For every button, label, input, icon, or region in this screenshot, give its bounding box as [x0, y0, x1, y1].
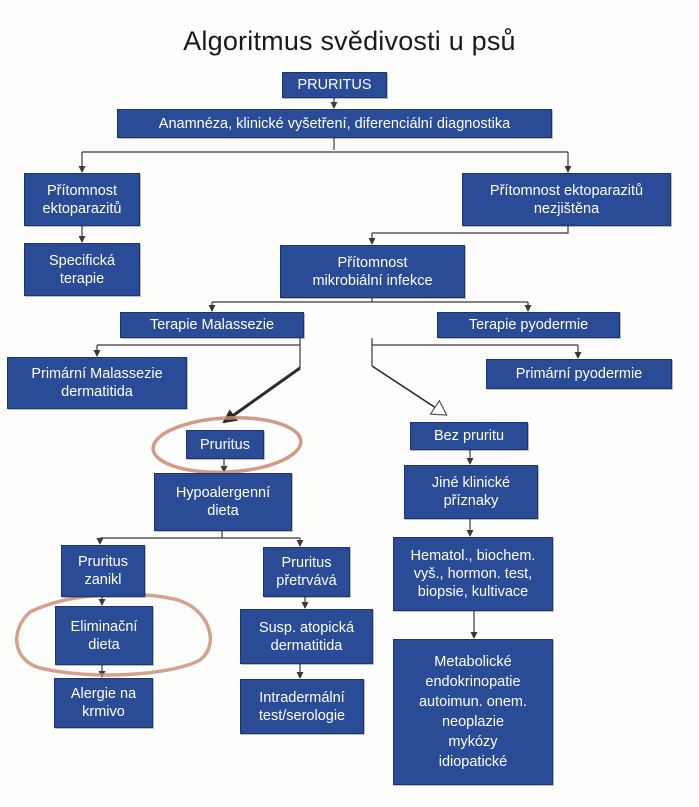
highlight-circle-pruritus — [151, 416, 303, 474]
diagram-title: Algoritmus svědivosti u psů — [183, 26, 516, 56]
node-pruritus-mid: Pruritus — [186, 430, 264, 459]
node-hypoalergenni-dieta: Hypoalergenní dieta — [154, 473, 292, 531]
node-primarni-pyodermie: Primární pyodermie — [486, 359, 672, 389]
node-metabolicke: Metabolické endokrinopatie autoimun. one… — [393, 639, 553, 785]
node-pruritus-top: PRURITUS — [282, 72, 387, 98]
node-alergie-na-krmivo: Alergie na krmivo — [54, 678, 153, 728]
connector — [372, 226, 569, 234]
node-ektoparazity-nezjistena: Přítomnost ektoparazitů nezjištěna — [462, 173, 671, 226]
connector — [212, 298, 528, 303]
node-hematol-biochem: Hematol., biochem. vyš., hormon. test, b… — [393, 537, 553, 611]
node-specificka-terapie: Specifická terapie — [24, 243, 140, 296]
arrow-to-bez-pruritu — [371, 365, 445, 414]
node-pruritus-pretrvava: Pruritus přetrvává — [263, 547, 350, 597]
node-anamneza: Anamnéza, klinické vyšetření, diferenciá… — [117, 109, 552, 138]
node-bez-pruritu: Bez pruritu — [410, 422, 528, 450]
connector — [100, 531, 300, 539]
node-pruritus-zanikl: Pruritus zanikl — [61, 545, 145, 597]
node-ektoparazity-pritomnost: Přítomnost ektoparazitů — [24, 173, 140, 226]
node-jine-klinicke-priznaky: Jiné klinické příznaky — [404, 465, 538, 519]
node-atopicka-dermatitida: Susp. atopická dermatitida — [240, 609, 373, 664]
node-primarni-malassezie: Primární Malassezie dermatitida — [7, 357, 187, 409]
node-intradermalni-test: Intradermální test/serologie — [240, 679, 364, 734]
arrow-to-pruritus — [222, 366, 301, 424]
connector — [82, 138, 568, 153]
node-eliminacni-dieta: Eliminační dieta — [55, 606, 153, 665]
connector — [371, 338, 578, 346]
node-mikrobialni-infekce: Přítomnost mikrobiální infekce — [280, 245, 465, 298]
node-terapie-malassezie: Terapie Malassezie — [120, 312, 304, 338]
node-terapie-pyodermie: Terapie pyodermie — [437, 312, 620, 338]
connector — [97, 338, 301, 346]
